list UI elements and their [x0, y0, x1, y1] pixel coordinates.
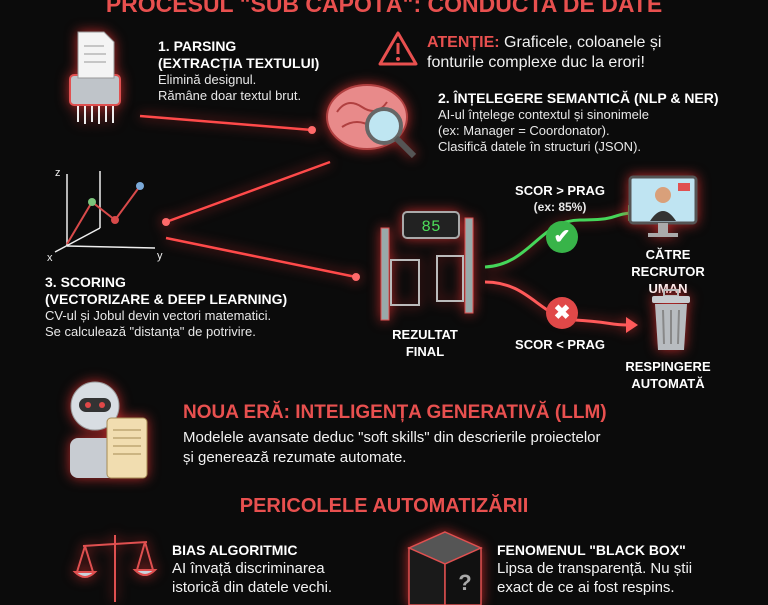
bias-line: istorică din datele vechi. — [172, 579, 333, 596]
connector-parse-brain — [139, 114, 313, 132]
connector-scoring-brain — [165, 160, 331, 224]
llm-line: și generează rezumate automate. — [183, 449, 407, 466]
warning-icon — [378, 31, 418, 66]
result-label: REZULTAT FINAL — [385, 326, 465, 360]
step2-title: 2. ÎNȚELEGERE SEMANTICĂ (NLP & NER) — [438, 90, 719, 106]
warning-label: ATENȚIE: — [427, 34, 500, 51]
step3-line: Se calculează "distanța" de potrivire. — [45, 324, 256, 339]
connector-dot — [308, 126, 316, 134]
llm-section: NOUA ERĂ: INTELIGENȚA GENERATIVĂ (LLM) M… — [183, 401, 607, 468]
recruiter-monitor-icon — [628, 175, 698, 237]
step2-line: AI-ul înțelege contextul și sinonimele — [438, 107, 650, 122]
step3-scoring: 3. SCORING (VECTORIZARE & DEEP LEARNING)… — [45, 274, 287, 340]
fail-arrowhead — [626, 317, 638, 333]
pass-condition-text: SCOR > PRAG — [515, 183, 605, 198]
axis-y-label: y — [157, 250, 163, 262]
brain-magnifier-icon — [326, 84, 417, 159]
blackbox-line: Lipsa de transparență. Nu știi — [497, 560, 693, 577]
fail-destination-line: RESPINGERE — [625, 359, 711, 374]
step1-parsing: 1. PARSING (EXTRACȚIA TEXTULUI) Elimină … — [158, 38, 319, 104]
bias-line: AI învață discriminarea — [172, 560, 325, 577]
pass-destination-line: CĂTRE RECRUTOR — [631, 247, 705, 279]
step3-title: 3. SCORING — [45, 274, 126, 290]
vector-space-icon: z x y — [47, 167, 163, 264]
bias-title: BIAS ALGORITMIC — [172, 542, 298, 558]
llm-title: NOUA ERĂ: INTELIGENȚA GENERATIVĂ (LLM) — [183, 402, 607, 423]
axis-z-label: z — [55, 167, 61, 179]
pass-arrow — [484, 211, 631, 269]
step2-line: Clasifică datele în structuri (JSON). — [438, 139, 642, 154]
warning-note: ATENȚIE: Graficele, coloanele și fonturi… — [427, 33, 661, 73]
connector-dot — [352, 273, 360, 281]
pass-condition: SCOR > PRAG (ex: 85%) — [500, 182, 620, 215]
step1-title: 1. PARSING — [158, 38, 237, 54]
shredder-icon — [69, 31, 121, 124]
warning-text: fonturile complexe duc la erori! — [427, 54, 645, 71]
step1-subtitle: (EXTRACȚIA TEXTULUI) — [158, 55, 320, 71]
check-icon: ✔ — [546, 221, 578, 253]
scales-icon — [72, 535, 158, 602]
score-display: 85 — [421, 218, 440, 236]
step1-line: Rămâne doar textul brut. — [158, 88, 302, 103]
connector-dot — [162, 218, 170, 226]
page-title: PROCESUL "SUB CAPOTĂ": CONDUCTA DE DATE — [105, 0, 663, 17]
result-label-line: FINAL — [405, 344, 445, 359]
dangers-title: PERICOLELE AUTOMATIZĂRII — [239, 495, 529, 517]
fail-destination: RESPINGERE AUTOMATĂ — [608, 358, 728, 392]
llm-line: Modelele avansate deduc "soft skills" di… — [183, 429, 601, 446]
blackbox-line: exact de ce ai fost respins. — [497, 579, 675, 596]
fail-destination-line: AUTOMATĂ — [631, 376, 705, 391]
question-mark: ? — [458, 570, 471, 595]
fail-condition: SCOR < PRAG — [515, 337, 605, 352]
robot-scroll-icon — [70, 381, 148, 479]
step1-line: Elimină designul. — [158, 72, 257, 87]
blackbox-item: FENOMENUL "BLACK BOX" Lipsa de transpare… — [497, 542, 692, 597]
x-icon: ✖ — [546, 297, 578, 329]
pass-example: (ex: 85%) — [533, 200, 587, 214]
blackbox-title: FENOMENUL "BLACK BOX" — [497, 542, 686, 558]
result-label-line: REZULTAT — [392, 327, 458, 342]
bias-item: BIAS ALGORITMIC AI învață discriminarea … — [172, 542, 332, 597]
warning-text: Graficele, coloanele și — [499, 34, 662, 51]
step2-semantic: 2. ÎNȚELEGERE SEMANTICĂ (NLP & NER) AI-u… — [438, 90, 719, 155]
black-box-icon: ? — [407, 531, 483, 605]
trash-icon — [652, 289, 690, 350]
step3-subtitle: (VECTORIZARE & DEEP LEARNING) — [45, 291, 288, 307]
gate-icon: 85 — [380, 211, 474, 321]
step2-line: (ex: Manager = Coordonator). — [438, 123, 610, 138]
axis-x-label: x — [47, 252, 53, 264]
connector-scoring-gate — [165, 236, 357, 279]
step3-line: CV-ul și Jobul devin vectori matematici. — [45, 308, 272, 323]
